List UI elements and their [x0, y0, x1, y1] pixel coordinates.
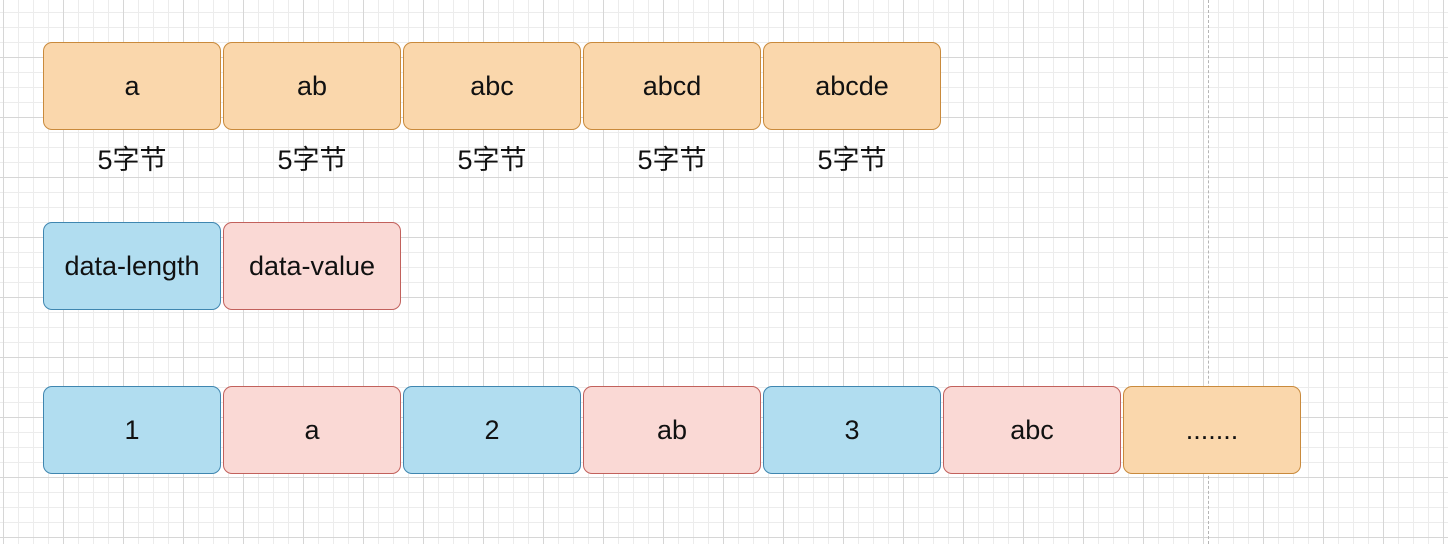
- size-caption: 5字节: [817, 145, 887, 175]
- legend-data-value: data-value: [223, 222, 401, 310]
- length-cell-3: 3: [763, 386, 941, 474]
- size-caption: 5字节: [97, 145, 167, 175]
- size-caption: 5字节: [457, 145, 527, 175]
- value-cell-abc: abc: [943, 386, 1121, 474]
- fixed-entry-a: a: [43, 42, 221, 130]
- dashed-guide-line: [1208, 0, 1209, 544]
- legend-data-length: data-length: [43, 222, 221, 310]
- fixed-entry-ab: ab: [223, 42, 401, 130]
- fixed-entry-abcd: abcd: [583, 42, 761, 130]
- size-caption: 5字节: [277, 145, 347, 175]
- value-cell-ab: ab: [583, 386, 761, 474]
- fixed-entry-abc: abc: [403, 42, 581, 130]
- fixed-entry-abcde: abcde: [763, 42, 941, 130]
- ellipsis-cell: .......: [1123, 386, 1301, 474]
- length-cell-1: 1: [43, 386, 221, 474]
- size-caption: 5字节: [637, 145, 707, 175]
- value-cell-a: a: [223, 386, 401, 474]
- length-cell-2: 2: [403, 386, 581, 474]
